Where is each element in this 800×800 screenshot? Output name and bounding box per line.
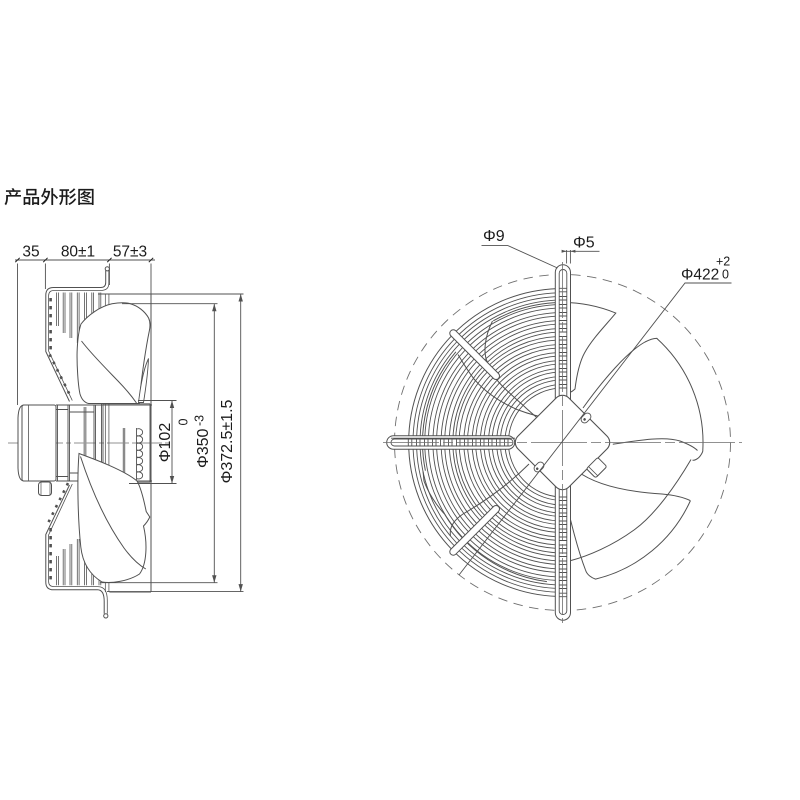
svg-text:57±3: 57±3 (113, 244, 147, 261)
svg-text:0: 0 (177, 419, 191, 426)
svg-text:80±1: 80±1 (61, 244, 95, 261)
svg-text:-3: -3 (193, 415, 207, 426)
svg-text:Φ5: Φ5 (573, 235, 595, 252)
svg-text:35: 35 (22, 244, 39, 261)
svg-text:Φ9: Φ9 (483, 228, 505, 245)
svg-text:Φ372.5±1.5: Φ372.5±1.5 (219, 399, 236, 483)
svg-text:0: 0 (722, 268, 729, 282)
svg-text:+2: +2 (716, 255, 730, 269)
svg-text:Φ350: Φ350 (195, 428, 212, 468)
svg-text:Φ422: Φ422 (681, 267, 719, 284)
svg-text:Φ102: Φ102 (157, 423, 174, 463)
